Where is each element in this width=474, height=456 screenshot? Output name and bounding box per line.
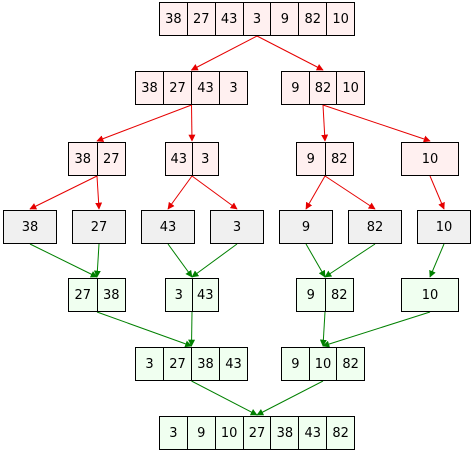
node-cell: 9 — [186, 417, 215, 449]
merge-edge — [429, 243, 445, 278]
node-cell: 82 — [366, 219, 384, 235]
split-edge — [256, 35, 324, 71]
split-edge — [190, 35, 258, 71]
merge-edge — [188, 311, 196, 347]
node-cell: 43 — [219, 348, 247, 380]
node-cell: 3 — [242, 3, 271, 35]
node-cell: 82 — [326, 417, 354, 449]
node-cell: 82 — [336, 348, 364, 380]
merge-edge — [93, 243, 101, 278]
merge-edge — [191, 380, 258, 416]
leaf-node-43: 43 — [141, 210, 195, 244]
leaf-node-82: 82 — [348, 210, 402, 244]
merge-edge — [319, 311, 327, 347]
node-cell: 82 — [298, 3, 326, 35]
merge-edge — [256, 380, 324, 416]
split-edge — [305, 175, 326, 210]
node-cell: 38 — [165, 11, 182, 27]
node-cell: 27 — [186, 3, 215, 35]
node-cell: 9 — [270, 3, 298, 35]
node-cell: 3 — [174, 287, 183, 303]
split-edge — [429, 175, 445, 210]
node-cell: 10 — [214, 417, 243, 449]
node-cell: 3 — [191, 143, 219, 175]
leaf-node-27: 27 — [72, 210, 126, 244]
node-cell: 10 — [435, 219, 453, 235]
split-node-right-left: 9 82 — [296, 142, 354, 176]
node-cell: 27 — [163, 348, 191, 380]
node-cell: 10 — [326, 3, 354, 35]
node-cell: 3 — [169, 425, 178, 441]
node-cell: 27 — [242, 417, 271, 449]
node-cell: 10 — [421, 151, 439, 167]
node-cell: 38 — [74, 151, 92, 167]
node-cell: 27 — [90, 219, 108, 235]
node-cell: 9 — [306, 287, 315, 303]
leaf-node-9: 9 — [279, 210, 333, 244]
node-cell: 10 — [308, 348, 337, 380]
leaf-node-3: 3 — [210, 210, 264, 244]
split-edge — [167, 175, 193, 210]
merge-node-left-right: 3 43 — [165, 278, 219, 312]
split-edge — [321, 104, 329, 142]
node-cell: 27 — [74, 287, 92, 303]
node-cell: 38 — [191, 348, 219, 380]
merge-edge — [324, 243, 376, 278]
node-cell: 3 — [145, 356, 154, 372]
merge-edge — [191, 243, 238, 278]
node-cell: 43 — [214, 3, 243, 35]
split-edge — [188, 104, 196, 142]
split-node-right-right: 10 — [401, 142, 459, 176]
split-edge — [324, 175, 376, 210]
node-cell: 9 — [291, 356, 300, 372]
node-cell: 38 — [21, 219, 39, 235]
merge-edge — [322, 311, 431, 348]
node-cell: 82 — [308, 72, 337, 104]
merge-edge — [29, 243, 98, 278]
node-cell: 27 — [96, 143, 126, 175]
node-cell: 38 — [270, 417, 298, 449]
node-cell: 82 — [324, 279, 354, 311]
split-edge — [95, 175, 103, 210]
node-cell: 82 — [324, 143, 354, 175]
merge-edge — [167, 243, 193, 278]
node-cell: 10 — [421, 287, 439, 303]
node-cell: 38 — [141, 80, 158, 96]
leaf-node-38: 38 — [3, 210, 57, 244]
node-cell: 43 — [191, 72, 219, 104]
node-cell: 27 — [163, 72, 191, 104]
node-cell: 43 — [170, 151, 188, 167]
merge-edge — [305, 243, 326, 278]
split-edge — [29, 175, 98, 210]
split-edge — [191, 175, 238, 210]
node-cell: 9 — [291, 80, 300, 96]
node-cell: 3 — [232, 219, 242, 235]
split-edge — [96, 104, 192, 143]
node-cell: 9 — [301, 219, 311, 235]
node-cell: 3 — [219, 72, 247, 104]
split-edge — [322, 104, 431, 143]
node-cell: 43 — [298, 417, 326, 449]
node-cell: 43 — [191, 279, 219, 311]
node-cell: 38 — [96, 279, 126, 311]
node-cell: 9 — [306, 151, 315, 167]
merge-node-right-right: 10 — [401, 278, 459, 312]
node-cell: 10 — [336, 72, 364, 104]
merge-node-right-left: 9 82 — [296, 278, 354, 312]
leaf-node-10: 10 — [417, 210, 471, 244]
node-cell: 43 — [159, 219, 177, 235]
merge-edge — [96, 311, 193, 348]
